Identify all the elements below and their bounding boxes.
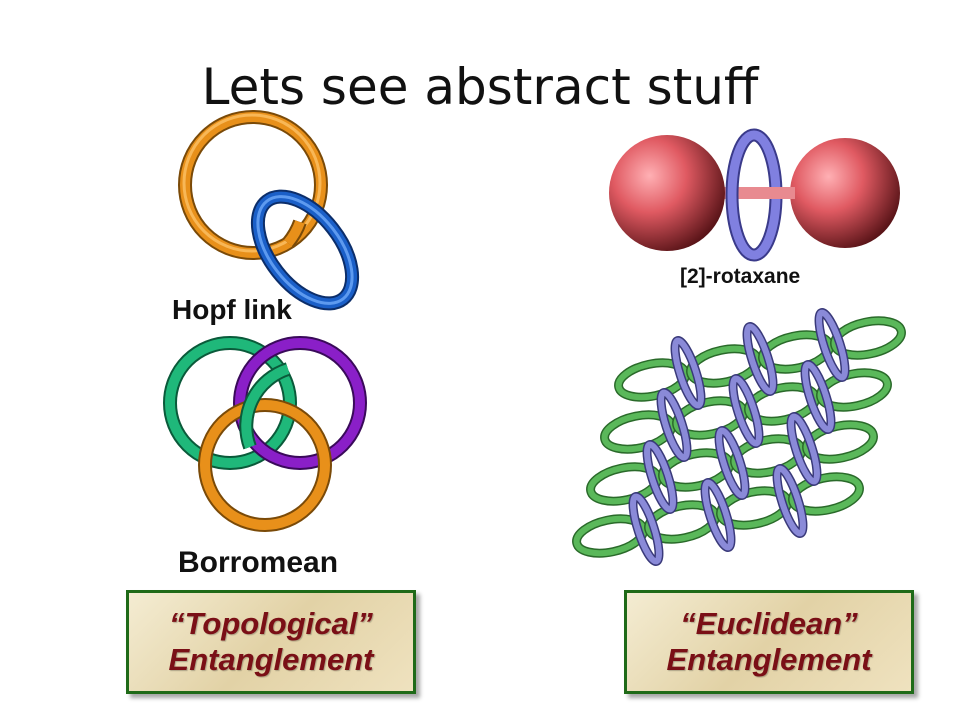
lattice-green-ring [572, 514, 648, 558]
euclidean-entanglement-box: “Euclidean” Entanglement [624, 590, 914, 694]
lattice-green-ring [672, 396, 748, 440]
lattice-blue-ring [656, 388, 692, 462]
euclidean-line1: “Euclidean” [680, 606, 858, 641]
lattice-blue-ring [628, 492, 664, 566]
lattice-green-ring [730, 434, 806, 478]
topological-line1: “Topological” [169, 606, 373, 641]
lattice-blue-ring [670, 336, 706, 410]
lattice-blue-ring [800, 360, 836, 434]
lattice-green-ring [658, 448, 734, 492]
lattice-blue-ring [742, 322, 778, 396]
lattice-figure [572, 308, 906, 566]
lattice-blue-ring [786, 412, 822, 486]
slide-title: Lets see abstract stuff [201, 58, 759, 116]
hopf-link-figure [178, 110, 360, 311]
lattice-blue-ring [772, 464, 808, 538]
lattice-green-ring [788, 472, 864, 516]
lattice-blue-ring [814, 308, 850, 382]
lattice-green-ring [614, 358, 690, 402]
lattice-green-ring [716, 486, 792, 530]
rotaxane-figure [609, 128, 900, 262]
borromean-figure [163, 336, 367, 532]
lattice-blue-ring [728, 374, 764, 448]
lattice-green-ring [686, 344, 762, 388]
lattice-green-ring [802, 420, 878, 464]
lattice-blue-ring [642, 440, 678, 514]
lattice-green-ring [744, 382, 820, 426]
rotaxane-label: [2]-rotaxane [680, 265, 801, 288]
borromean-label: Borromean [178, 546, 339, 579]
topological-entanglement-box: “Topological” Entanglement [126, 590, 416, 694]
lattice-green-ring [600, 410, 676, 454]
lattice-blue-ring [714, 426, 750, 500]
lattice-green-ring [830, 316, 906, 360]
hopf-link-label: Hopf link [172, 294, 292, 325]
lattice-green-ring [586, 462, 662, 506]
euclidean-line2: Entanglement [666, 642, 872, 677]
lattice-blue-ring [700, 478, 736, 552]
lattice-green-ring [816, 368, 892, 412]
topological-line2: Entanglement [168, 642, 374, 677]
lattice-green-ring [758, 330, 834, 374]
lattice-green-ring [644, 500, 720, 544]
